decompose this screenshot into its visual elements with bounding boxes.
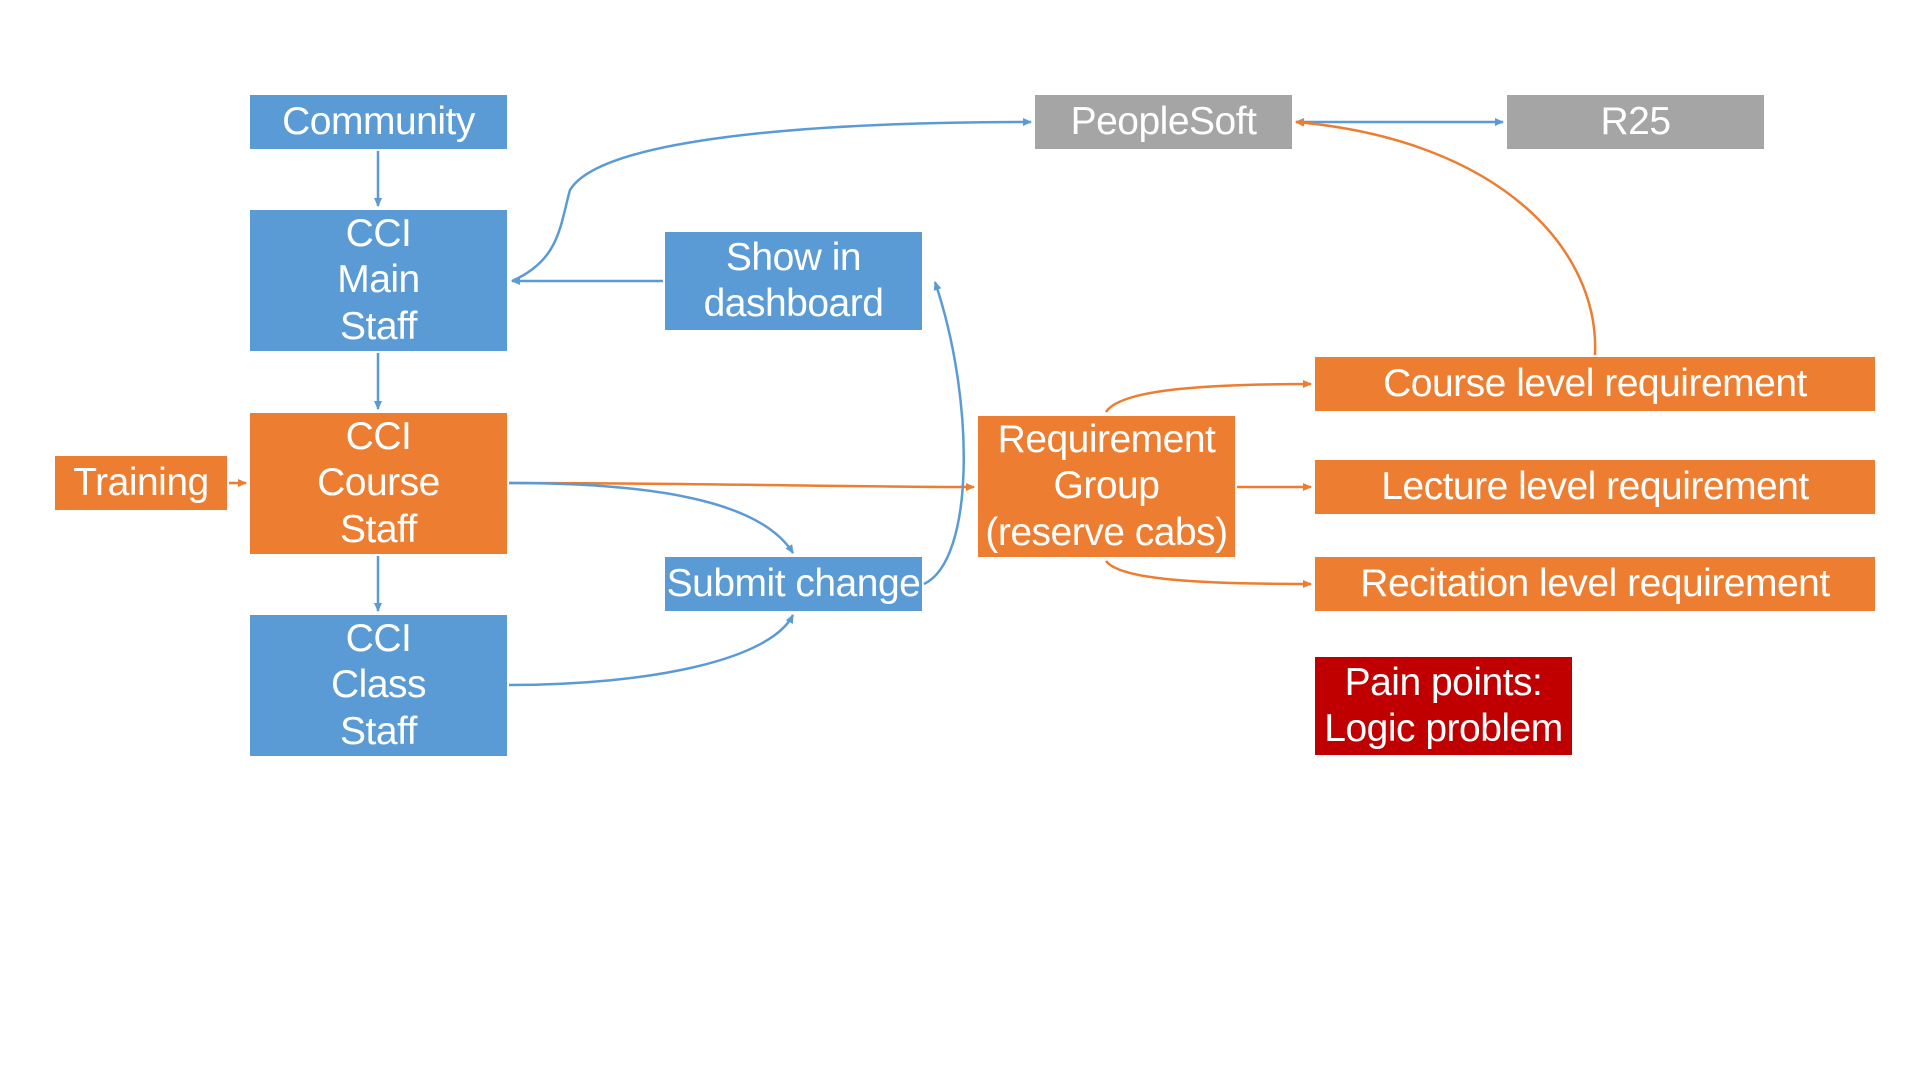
node-cci-main-staff-line-2: Main (337, 258, 420, 302)
node-pain-points: Pain points: Logic problem (1315, 657, 1572, 755)
node-requirement-group-line-1: Requirement (997, 418, 1216, 462)
node-pain-points-line-1: Pain points: (1344, 660, 1543, 704)
edge-submit-to-dashboard (923, 281, 965, 586)
node-community: Community (250, 95, 507, 149)
node-course-level-requirement: Course level requirement (1315, 357, 1875, 411)
node-cci-class-staff: CCI Class Staff (250, 615, 507, 756)
node-requirement-group-line-3: (reserve cabs) (985, 510, 1228, 554)
node-cci-main-staff-line-1: CCI (345, 212, 412, 256)
node-submit-change-line-1: Submit change (666, 561, 921, 605)
node-recitation-level-requirement-line-1: Recitation level requirement (1360, 561, 1830, 605)
node-requirement-group: Requirement Group (reserve cabs) (978, 416, 1235, 557)
edge-course-level-to-peoplesoft (1295, 118, 1597, 356)
node-pain-points-line-2: Logic problem (1324, 707, 1563, 750)
node-show-in-dashboard-line-1: Show in (725, 235, 862, 279)
node-cci-class-staff-line-3: Staff (339, 709, 418, 753)
node-community-line-1: Community (282, 99, 475, 143)
node-cci-class-staff-line-2: Class (330, 663, 427, 707)
node-show-in-dashboard-line-2: dashboard (703, 282, 884, 325)
node-show-in-dashboard: Show in dashboard (665, 232, 922, 330)
edge-req-to-course-level (1104, 380, 1312, 413)
edge-main-to-peoplesoft (511, 118, 1032, 283)
edge-req-to-recitation-level (1104, 560, 1312, 588)
node-r25-line-1: R25 (1600, 99, 1671, 143)
edge-course-to-requirement (508, 481, 975, 491)
node-recitation-level-requirement: Recitation level requirement (1315, 557, 1875, 611)
edge-course-to-submit (508, 481, 795, 554)
node-cci-main-staff: CCI Main Staff (250, 210, 507, 351)
node-peoplesoft-line-1: PeopleSoft (1070, 99, 1257, 143)
node-lecture-level-requirement-line-1: Lecture level requirement (1381, 464, 1809, 508)
node-cci-course-staff-line-3: Staff (339, 507, 418, 551)
node-submit-change: Submit change (665, 557, 922, 611)
node-course-level-requirement-line-1: Course level requirement (1383, 361, 1807, 405)
node-lecture-level-requirement: Lecture level requirement (1315, 460, 1875, 514)
node-training: Training (55, 456, 227, 510)
edge-class-to-submit (508, 614, 795, 687)
node-cci-class-staff-line-1: CCI (345, 617, 412, 661)
node-requirement-group-line-2: Group (1053, 464, 1160, 508)
node-cci-course-staff-line-1: CCI (345, 415, 412, 459)
node-cci-course-staff: CCI Course Staff (250, 413, 507, 554)
node-training-line-1: Training (73, 460, 209, 504)
node-r25: R25 (1507, 95, 1764, 149)
node-cci-main-staff-line-3: Staff (339, 304, 418, 348)
node-cci-course-staff-line-2: Course (317, 461, 440, 505)
node-peoplesoft: PeopleSoft (1035, 95, 1292, 149)
